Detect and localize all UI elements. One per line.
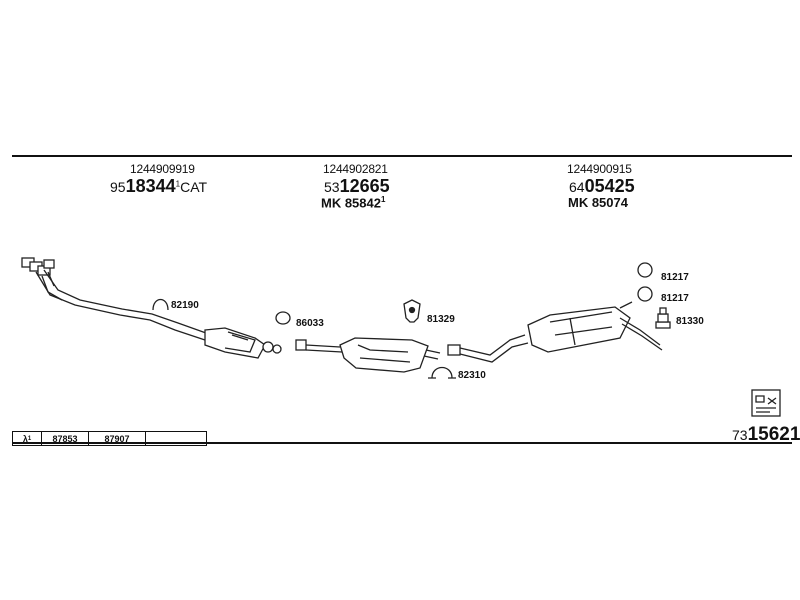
manifold-flange-icon (21, 257, 55, 276)
label-86033: 86033 (296, 318, 324, 329)
bottom-rule (12, 442, 792, 444)
label-81217-a: 81217 (661, 272, 689, 283)
oe-number-front: 1244909919 (130, 162, 195, 176)
kit-box-icon (751, 389, 781, 417)
label-81329: 81329 (427, 314, 455, 325)
oe-number-middle: 1244902821 (323, 162, 388, 176)
ring-icon-a (637, 262, 653, 278)
rubber-mount-icon (655, 307, 671, 329)
front-pipe-icon (35, 269, 207, 341)
table-cell-empty (146, 432, 206, 445)
table-cell-87853: 87853 (42, 432, 89, 445)
label-81330: 81330 (676, 316, 704, 327)
top-rule (12, 155, 792, 157)
rear-silencer-icon (447, 301, 663, 363)
part-number-middle: 5312665 (324, 176, 390, 196)
label-82310: 82310 (458, 370, 486, 381)
mk-number-rear: MK 85074 (568, 195, 628, 210)
table-cell-87907: 87907 (89, 432, 146, 445)
gasket-ring-icon (275, 311, 291, 325)
label-81217-b: 81217 (661, 293, 689, 304)
oe-number-rear: 1244900915 (567, 162, 632, 176)
ring-icon-b (637, 286, 653, 302)
middle-silencer-icon (295, 337, 441, 373)
part-number-rear: 6405425 (569, 176, 635, 196)
kit-number: 7315621 (732, 424, 800, 445)
label-82190: 82190 (171, 300, 199, 311)
catalytic-converter-icon (204, 327, 282, 359)
part-number-front: 95183441CAT (110, 176, 208, 196)
mk-number-middle: MK 858421 (321, 195, 386, 211)
pipe-clamp-icon (431, 366, 453, 379)
pipe-clamp-icon-front (152, 298, 169, 311)
